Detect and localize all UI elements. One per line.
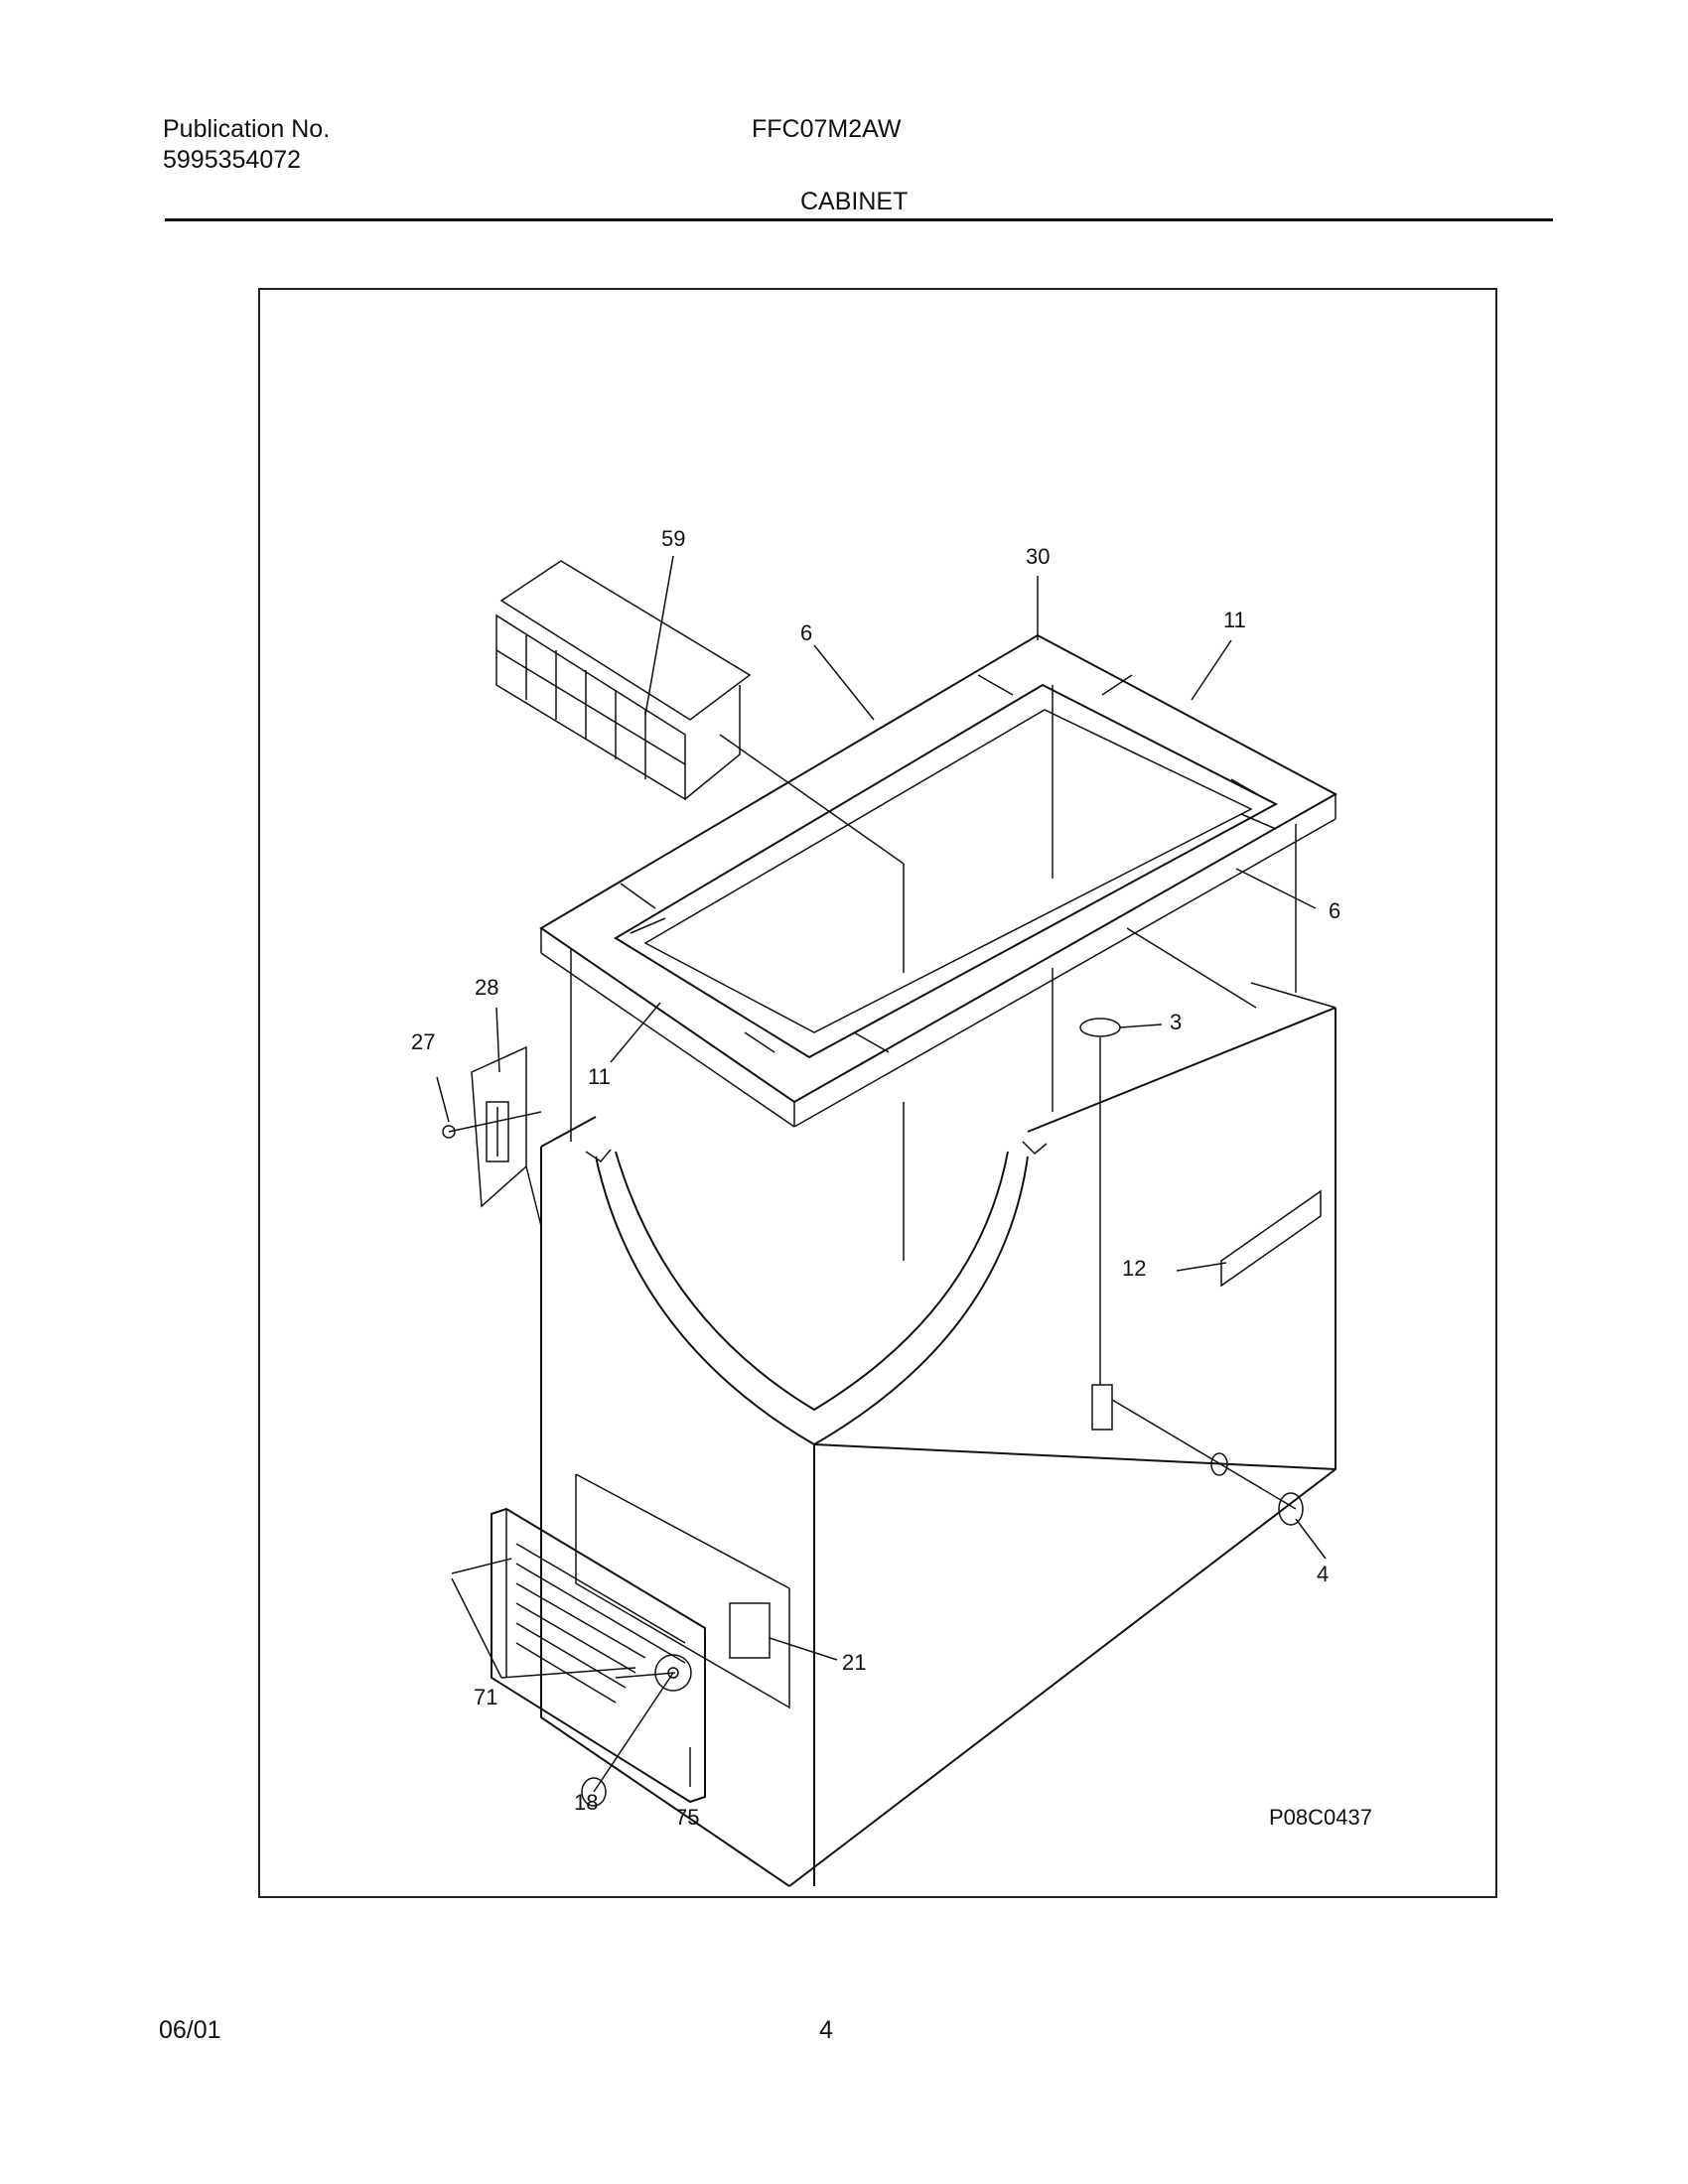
drawing-id: P08C0437 — [1269, 1805, 1372, 1830]
callout-hinge: 28 — [475, 975, 498, 1000]
callout-gasket-front-short: 11 — [588, 1064, 611, 1089]
rear-grille — [451, 1473, 790, 1807]
hinge-assembly — [442, 1045, 542, 1227]
callout-knob: 18 — [574, 1790, 598, 1815]
callout-hinge-screw: 27 — [411, 1029, 435, 1054]
publication-number: 5995354072 — [163, 146, 302, 174]
header-rule — [165, 218, 1553, 221]
callout-basket: 59 — [661, 526, 685, 551]
callout-grille: 75 — [675, 1805, 699, 1830]
footer-date: 06/01 — [159, 2016, 221, 2044]
callout-gasket-right-short: 11 — [1223, 608, 1246, 632]
callout-thermostat: 21 — [842, 1650, 866, 1675]
callout-label: 12 — [1122, 1256, 1146, 1281]
door-gasket — [539, 633, 1338, 1261]
model-label — [1220, 1189, 1322, 1288]
callout-gasket-left-long: 6 — [800, 620, 812, 645]
diagram-frame — [258, 288, 1497, 1898]
callout-drain-plug: 3 — [1170, 1010, 1182, 1034]
callout-gasket-corner: 30 — [1026, 544, 1050, 569]
callout-grille-screws: 71 — [474, 1685, 497, 1709]
section-title: CABINET — [800, 188, 909, 215]
model-number: FFC07M2AW — [752, 115, 902, 143]
wire-basket — [495, 560, 905, 973]
cabinet-body — [540, 927, 1336, 1887]
callout-drain-cap: 4 — [1317, 1562, 1329, 1586]
callout-gasket-right-long: 6 — [1329, 898, 1340, 923]
leader-lines — [436, 555, 1327, 1787]
page-number: 4 — [819, 2016, 833, 2044]
publication-label: Publication No. — [163, 115, 331, 143]
drain-assembly — [1079, 1018, 1304, 1526]
